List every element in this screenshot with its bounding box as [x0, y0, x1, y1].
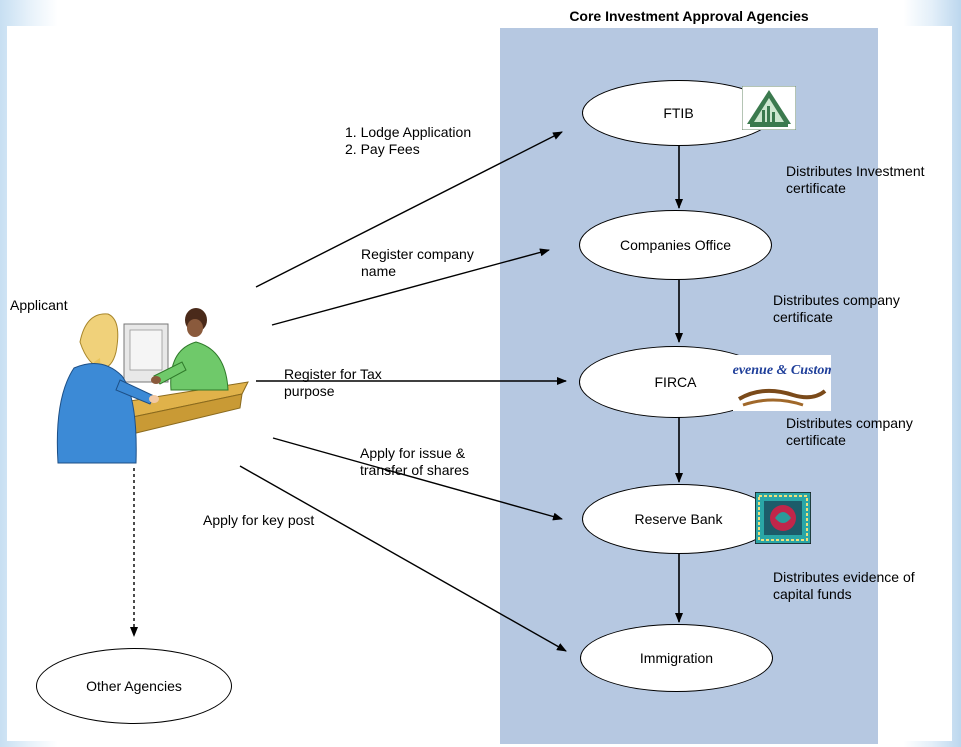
- label-issue-shares: Apply for issue & transfer of shares: [360, 445, 469, 478]
- arrow-applicant-to-ftib: [255, 131, 563, 288]
- arrow-applicant-to-companies: [271, 248, 550, 326]
- label-key-post: Apply for key post: [203, 512, 315, 528]
- label-register-tax: Register for Tax purpose: [284, 366, 382, 399]
- label-register-company: Register company name: [361, 246, 474, 279]
- revenue-customs-logo-icon: Revenue & Customs: [733, 355, 831, 411]
- applicant-clipart-image: [56, 308, 249, 464]
- reserve-bank-logo-icon: [755, 492, 811, 544]
- applicant-label: Applicant: [10, 297, 68, 313]
- arrow-applicant-to-reserve: [272, 437, 563, 521]
- diagram-title: Core Investment Approval Agencies: [569, 8, 809, 24]
- node-other-agencies: Other Agencies: [36, 648, 232, 724]
- node-reserve-bank: Reserve Bank: [582, 484, 775, 554]
- label-company-certificate-2: Distributes company certificate: [786, 415, 913, 448]
- label-capital-funds: Distributes evidence of capital funds: [773, 569, 915, 602]
- label-lodge-application: 1. Lodge Application 2. Pay Fees: [345, 124, 472, 157]
- ftib-logo-icon: [742, 86, 796, 130]
- label-company-certificate-1: Distributes company certificate: [773, 292, 900, 325]
- node-immigration: Immigration: [580, 624, 773, 692]
- label-investment-certificate: Distributes Investment certificate: [786, 163, 925, 196]
- arrow-applicant-to-immigration: [239, 465, 567, 652]
- svg-text:Revenue & Customs: Revenue & Customs: [733, 363, 831, 378]
- node-companies-office: Companies Office: [579, 210, 772, 280]
